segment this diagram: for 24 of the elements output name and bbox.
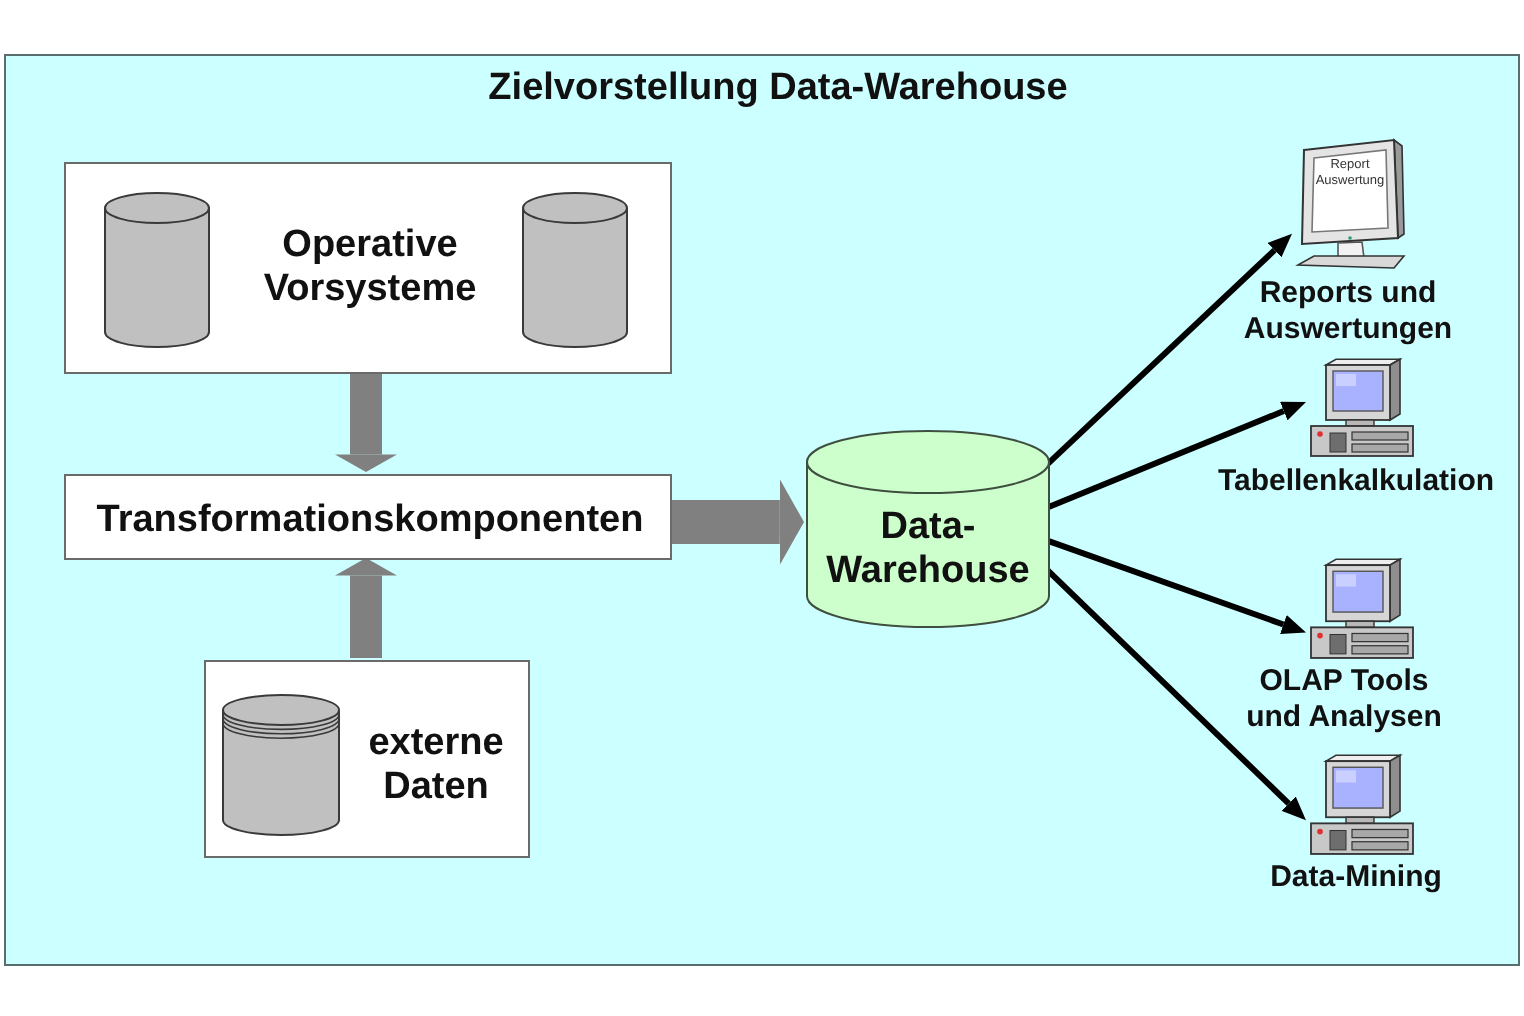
diagram-panel — [4, 54, 1520, 966]
process-box — [64, 474, 672, 560]
box-label: externe Daten — [368, 722, 504, 810]
cylinder-label: Data- Warehouse — [826, 506, 1030, 594]
computer-icon — [1308, 358, 1416, 458]
block-arrow — [670, 479, 804, 565]
computer-caption: Data-Mining — [1270, 860, 1442, 896]
computer-caption: OLAP Tools und Analysen — [1244, 664, 1444, 736]
arrow — [1045, 233, 1292, 466]
computer-caption: Reports und Auswertungen — [1242, 276, 1454, 348]
arrow — [1047, 538, 1306, 634]
box-label: Transformationskomponenten — [96, 496, 644, 542]
process-box — [204, 660, 530, 858]
block-arrow — [334, 558, 398, 658]
arrow — [1046, 401, 1306, 510]
arrow — [1045, 568, 1306, 821]
computer-caption: Tabellenkalkulation — [1217, 464, 1495, 500]
box-label: Operative Vorsysteme — [263, 224, 477, 312]
database-cylinder — [806, 430, 1050, 628]
panel-title: Zielvorstellung Data-Warehouse — [488, 65, 1068, 111]
block-arrow — [334, 372, 398, 472]
computer-icon — [1308, 558, 1416, 660]
computer-icon — [1308, 754, 1416, 856]
process-box — [64, 162, 672, 374]
